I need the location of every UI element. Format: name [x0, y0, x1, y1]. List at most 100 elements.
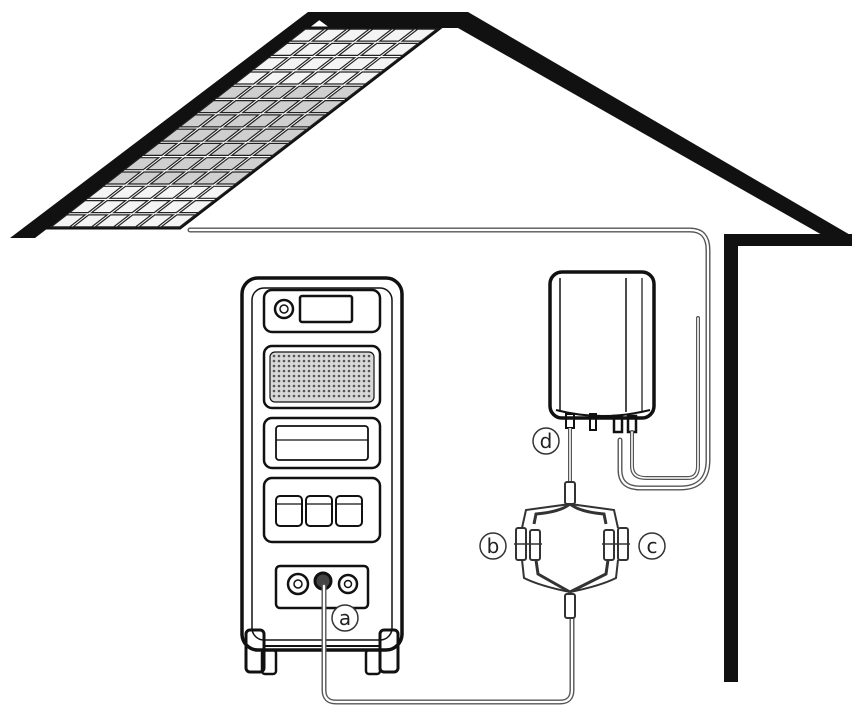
solar-cell: [185, 142, 224, 156]
grille-dot: [297, 369, 301, 373]
grille-dot: [272, 389, 276, 393]
grille-dot: [307, 384, 311, 388]
grille-dot: [287, 374, 291, 378]
solar-cell: [93, 214, 131, 228]
grille-dot: [287, 379, 291, 383]
grille-dot: [317, 389, 321, 393]
grille-dot: [362, 379, 366, 383]
grille-dot: [307, 369, 311, 373]
callout-c: c: [638, 532, 666, 560]
grille-dot: [352, 354, 356, 358]
grille-dot: [342, 364, 346, 368]
solar-cell: [178, 200, 216, 214]
grille-dot: [287, 384, 291, 388]
grille-dot: [357, 369, 361, 373]
grille-dot: [292, 374, 296, 378]
grille-dot: [342, 384, 346, 388]
grille-dot: [297, 374, 301, 378]
grille-dot: [337, 394, 341, 398]
callout-d-label: d: [540, 429, 553, 453]
grille-dot: [282, 379, 286, 383]
solar-cell: [337, 42, 375, 57]
solar-cell: [233, 71, 271, 85]
grille-dot: [357, 354, 361, 358]
grille-dot: [357, 379, 361, 383]
grille-dot: [342, 394, 346, 398]
solar-cell: [159, 214, 198, 228]
callout-b: b: [479, 532, 507, 560]
grille-dot: [337, 374, 341, 378]
grille-dot: [322, 364, 326, 368]
grille-dot: [347, 369, 351, 373]
grille-dot: [367, 384, 371, 388]
grille-dot: [277, 384, 281, 388]
grille-dot: [277, 374, 281, 378]
solar-cell: [170, 171, 209, 185]
grille-dot: [332, 369, 336, 373]
grille-dot: [327, 354, 331, 358]
grille-dot: [312, 359, 316, 363]
grille-dot: [332, 359, 336, 363]
solar-cell: [115, 214, 154, 228]
grille-dot: [347, 389, 351, 393]
solar-cell: [200, 114, 238, 128]
solar-cell: [263, 99, 301, 114]
solar-cell: [244, 114, 283, 128]
solar-cell: [300, 71, 338, 85]
grille-dot: [327, 369, 331, 373]
grille-dot: [352, 379, 356, 383]
grille-dot: [312, 369, 316, 373]
solar-cell: [204, 128, 242, 142]
grille-dot: [292, 379, 296, 383]
solar-cell: [152, 185, 191, 199]
solar-cell: [122, 157, 161, 171]
solar-cell: [359, 42, 398, 57]
grille-dot: [292, 384, 296, 388]
grille-dot: [362, 394, 366, 398]
inverter-box-icon: [548, 270, 656, 434]
solar-cell: [277, 71, 316, 85]
grille-dot: [347, 379, 351, 383]
grille-dot: [357, 384, 361, 388]
grille-dot: [302, 379, 306, 383]
grille-dot: [297, 364, 301, 368]
grille-dot: [352, 359, 356, 363]
solar-cell: [159, 128, 198, 142]
solar-cell: [255, 71, 294, 85]
solar-cell: [252, 142, 290, 156]
grille-dot: [342, 359, 346, 363]
solar-cell: [181, 128, 220, 142]
grille-dot: [347, 374, 351, 378]
grille-dot: [342, 369, 346, 373]
solar-cell: [240, 99, 279, 114]
grille-dot: [337, 369, 341, 373]
grille-dot: [292, 369, 296, 373]
grille-dot: [297, 359, 301, 363]
grille-dot: [362, 364, 366, 368]
grille-dot: [302, 369, 306, 373]
solar-cell: [355, 28, 394, 42]
solar-cell: [196, 185, 235, 199]
grille-dot: [322, 374, 326, 378]
solar-cell: [310, 28, 349, 42]
grille-dot: [307, 354, 311, 358]
grille-dot: [362, 354, 366, 358]
solar-cell: [281, 85, 320, 99]
callout-c-label: c: [647, 534, 658, 558]
grille-dot: [357, 394, 361, 398]
grille-dot: [357, 374, 361, 378]
solar-cell: [304, 85, 342, 99]
grille-dot: [367, 374, 371, 378]
solar-cell: [89, 200, 128, 214]
grille-dot: [307, 394, 311, 398]
grille-dot: [327, 374, 331, 378]
grille-dot: [362, 369, 366, 373]
solar-cell: [104, 171, 143, 185]
solar-cell: [214, 85, 253, 99]
solar-cell: [296, 57, 335, 71]
solar-cell: [211, 157, 250, 171]
grille-dot: [302, 359, 306, 363]
solar-cell: [273, 57, 312, 71]
grille-dot: [367, 359, 371, 363]
